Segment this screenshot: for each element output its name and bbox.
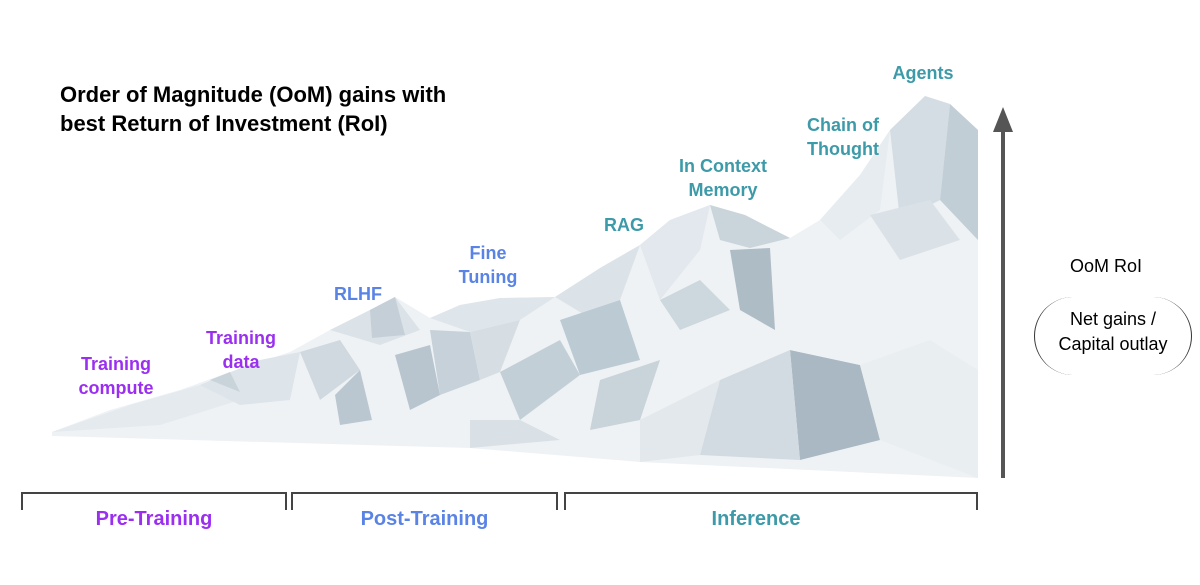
oom-roi-arrow [993, 107, 1013, 478]
stage-label-line: compute [78, 378, 154, 398]
stage-label-line: Fine [469, 243, 507, 263]
stage-label-line: In Context [679, 156, 767, 176]
stage-training-compute: Training compute [68, 352, 164, 400]
post-training-bracket [291, 492, 558, 510]
stage-label-line: RAG [604, 215, 644, 235]
pre-training-bracket [21, 492, 287, 510]
stage-fine-tuning: Fine Tuning [448, 241, 528, 289]
stage-in-context-memory: In Context Memory [668, 154, 778, 202]
stage-label-line: Memory [688, 180, 758, 200]
phase-inference: Inference [711, 508, 801, 530]
stage-rag: RAG [592, 213, 656, 237]
phase-brackets [21, 492, 978, 510]
roi-formula: Net gains / Capital outlay [1034, 297, 1192, 375]
inference-bracket [564, 492, 978, 510]
stage-label-line: Agents [892, 63, 954, 83]
oom-roi-title: OoM RoI [1070, 256, 1143, 276]
roi-formula-numerator: Net gains / [1069, 309, 1157, 329]
stage-training-data: Training data [196, 326, 286, 374]
stage-label-line: Tuning [458, 267, 518, 287]
mountain-range [52, 96, 978, 478]
phase-post-training: Post-Training [360, 508, 489, 530]
title-line-1: Order of Magnitude (OoM) gains with [60, 82, 447, 107]
title-line-2: best Return of Investment (RoI) [60, 111, 388, 136]
page-title: Order of Magnitude (OoM) gains with best… [60, 80, 540, 138]
stage-agents: Agents [880, 61, 966, 85]
stage-label-line: Training [205, 328, 276, 348]
stage-label-line: Thought [807, 139, 879, 159]
stage-chain-of-thought: Chain of Thought [794, 113, 892, 161]
roi-formula-denominator: Capital outlay [1058, 334, 1168, 354]
stage-label-line: Training [80, 354, 151, 374]
stage-rlhf: RLHF [326, 282, 390, 306]
stage-label-line: data [222, 352, 260, 372]
stage-label-line: Chain of [807, 115, 879, 135]
phase-pre-training: Pre-Training [95, 508, 213, 530]
stage-label-line: RLHF [334, 284, 382, 304]
